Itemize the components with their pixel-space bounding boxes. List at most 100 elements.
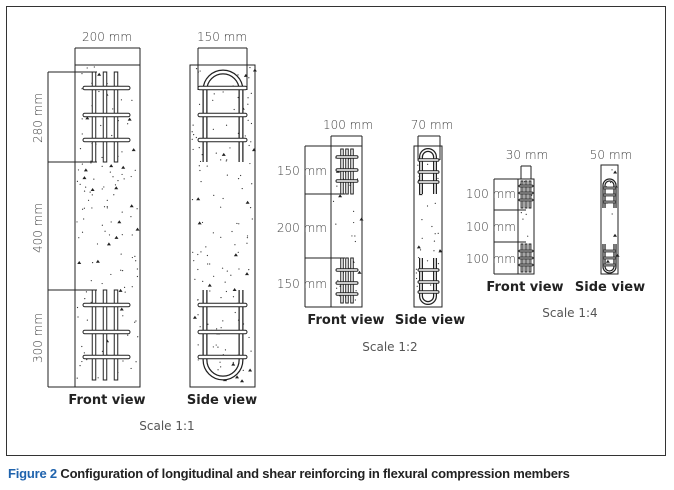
concrete-speckle	[201, 221, 204, 224]
width-side-1-2: 70 mm	[411, 118, 453, 132]
hooked-bar-inner	[603, 244, 616, 273]
concrete-speckle	[209, 290, 211, 292]
concrete-speckle	[199, 169, 201, 172]
concrete-speckle	[124, 291, 126, 293]
aggregate-mark	[240, 379, 245, 383]
concrete-speckle	[416, 285, 418, 287]
concrete-speckle	[609, 181, 612, 184]
concrete-speckle	[226, 270, 228, 272]
concrete-speckle	[193, 260, 195, 262]
aggregate-mark	[232, 288, 237, 292]
concrete-speckle	[430, 284, 432, 286]
concrete-speckle	[222, 197, 224, 200]
height-top-1-1: 280 mm	[31, 93, 45, 143]
stirrup	[335, 292, 359, 296]
hooked-bar-inner	[420, 258, 436, 304]
aggregate-mark	[248, 368, 253, 372]
concrete-speckle	[83, 190, 86, 192]
stirrup	[602, 193, 617, 197]
concrete-speckle	[110, 221, 112, 223]
concrete-speckle	[250, 122, 253, 125]
concrete-speckle	[247, 103, 249, 105]
concrete-speckle	[525, 213, 527, 215]
stirrup	[602, 186, 617, 190]
aggregate-mark	[235, 375, 240, 379]
concrete-speckle	[114, 184, 117, 186]
aggregate-mark	[83, 168, 88, 172]
concrete-speckle	[232, 361, 234, 364]
concrete-speckle	[221, 267, 224, 269]
concrete-speckle	[198, 165, 200, 167]
aggregate-mark	[252, 68, 257, 72]
stirrup	[417, 268, 440, 272]
stirrup	[82, 137, 131, 143]
concrete-speckle	[122, 360, 124, 362]
concrete-speckle	[415, 268, 417, 270]
concrete-speckle	[81, 118, 83, 120]
longitudinal-bar	[350, 257, 354, 304]
aggregate-mark	[127, 117, 132, 121]
concrete-speckle	[191, 138, 193, 140]
aggregate-mark	[221, 152, 226, 156]
concrete-speckle	[233, 108, 235, 111]
concrete-speckle	[246, 237, 249, 239]
concrete-speckle	[220, 206, 222, 208]
stirrup	[417, 170, 440, 174]
concrete-speckle	[120, 253, 122, 255]
stirrup	[82, 329, 131, 335]
concrete-speckle	[199, 70, 201, 72]
concrete-speckle	[77, 169, 80, 171]
stirrup	[197, 137, 248, 143]
concrete-speckle	[426, 260, 429, 262]
concrete-speckle	[134, 321, 136, 323]
stirrup	[518, 184, 534, 188]
concrete-speckle	[101, 282, 103, 285]
concrete-speckle	[89, 191, 91, 193]
concrete-speckle	[418, 256, 420, 259]
side-view-label-1-2: Side view	[395, 313, 465, 328]
stirrup	[518, 263, 534, 267]
concrete-speckle	[220, 236, 222, 238]
caption-text: Configuration of longitudinal and shear …	[56, 466, 570, 481]
concrete-speckle	[212, 346, 214, 348]
aggregate-mark	[95, 259, 100, 263]
concrete-speckle	[234, 311, 236, 314]
stirrup	[518, 249, 534, 253]
stirrup	[417, 180, 440, 184]
aggregate-mark	[117, 220, 122, 224]
concrete-speckle	[212, 232, 214, 234]
aggregate-mark	[90, 188, 95, 192]
concrete-speckle	[237, 74, 239, 76]
aggregate-mark	[252, 148, 257, 152]
concrete-speckle	[216, 328, 218, 330]
aggregate-mark	[231, 362, 236, 366]
concrete-speckle	[225, 160, 227, 162]
stirrup	[417, 280, 440, 284]
concrete-speckle	[194, 278, 196, 280]
concrete-speckle	[213, 275, 215, 277]
longitudinal-bar	[345, 257, 349, 304]
concrete-speckle	[76, 306, 79, 309]
concrete-speckle	[244, 135, 246, 137]
concrete-speckle	[81, 345, 83, 348]
hooked-bar-inner	[203, 290, 243, 380]
concrete-speckle	[135, 361, 137, 363]
concrete-speckle	[97, 377, 99, 379]
concrete-speckle	[224, 349, 227, 351]
longitudinal-bar	[340, 257, 344, 304]
concrete-speckle	[215, 152, 217, 154]
concrete-speckle	[229, 147, 231, 149]
concrete-speckle	[127, 334, 129, 336]
concrete-speckle	[415, 272, 417, 274]
aggregate-mark	[121, 165, 126, 169]
concrete-speckle	[121, 270, 124, 272]
stirrup	[602, 249, 617, 253]
concrete-speckle	[98, 90, 100, 93]
concrete-speckle	[248, 144, 250, 147]
aggregate-mark	[612, 233, 617, 237]
aggregate-mark	[135, 227, 140, 231]
concrete-speckle	[131, 286, 133, 288]
concrete-speckle	[355, 290, 357, 292]
concrete-speckle	[87, 199, 90, 201]
concrete-speckle	[225, 290, 227, 293]
